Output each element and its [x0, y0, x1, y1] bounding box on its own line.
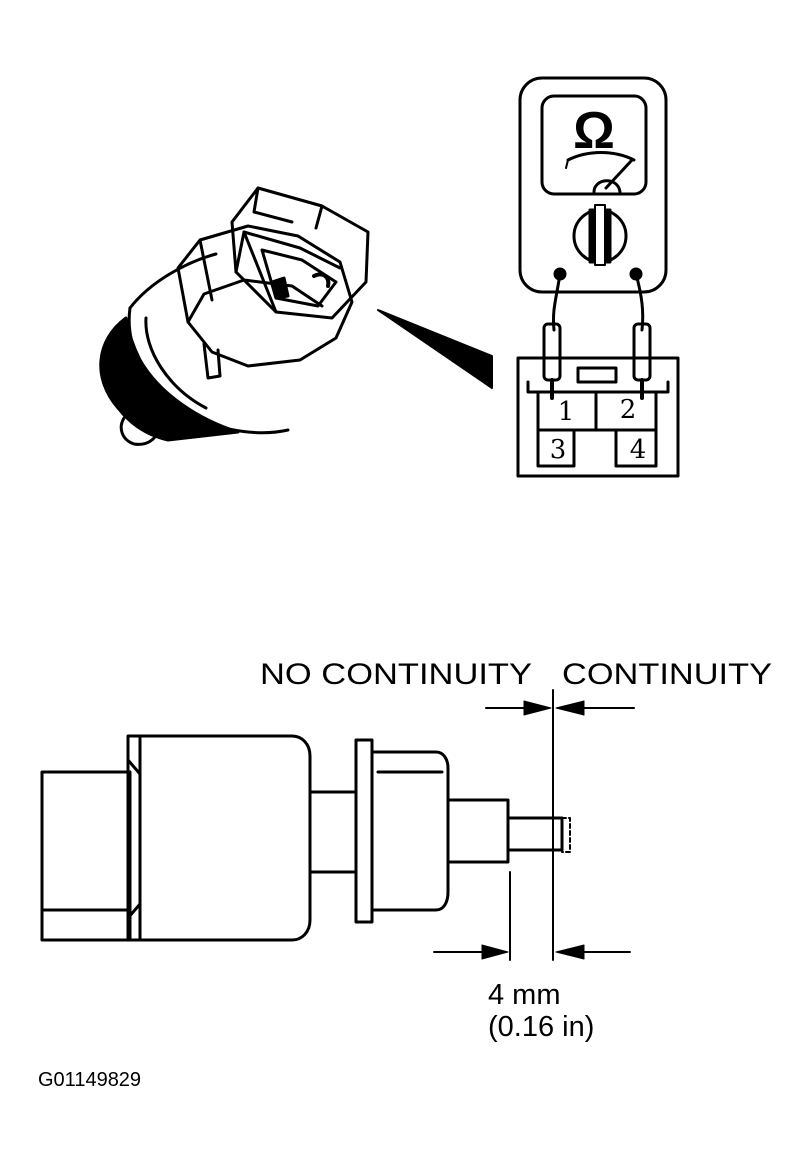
- dimension-arrowheads: [481, 700, 585, 960]
- ohm-symbol: Ω: [573, 102, 615, 160]
- dimension-mm-label: 4 mm: [488, 979, 561, 1011]
- ohmmeter-illustration: [518, 76, 668, 400]
- figure-id: G01149829: [38, 1069, 141, 1091]
- continuity-label: CONTINUITY: [562, 658, 772, 691]
- dimension-lines: [433, 689, 635, 961]
- no-continuity-label: NO CONTINUITY: [260, 658, 532, 691]
- switch-side-view-illustration: [40, 734, 571, 942]
- dimension-in-label: (0.16 in): [488, 1011, 594, 1043]
- terminal-label-1: 1: [558, 397, 575, 427]
- switch-perspective-illustration: [99, 186, 493, 446]
- terminal-label-4: 4: [630, 435, 647, 465]
- connector-face-illustration: [516, 356, 680, 478]
- terminal-label-2: 2: [620, 395, 637, 425]
- terminal-label-3: 3: [550, 435, 567, 465]
